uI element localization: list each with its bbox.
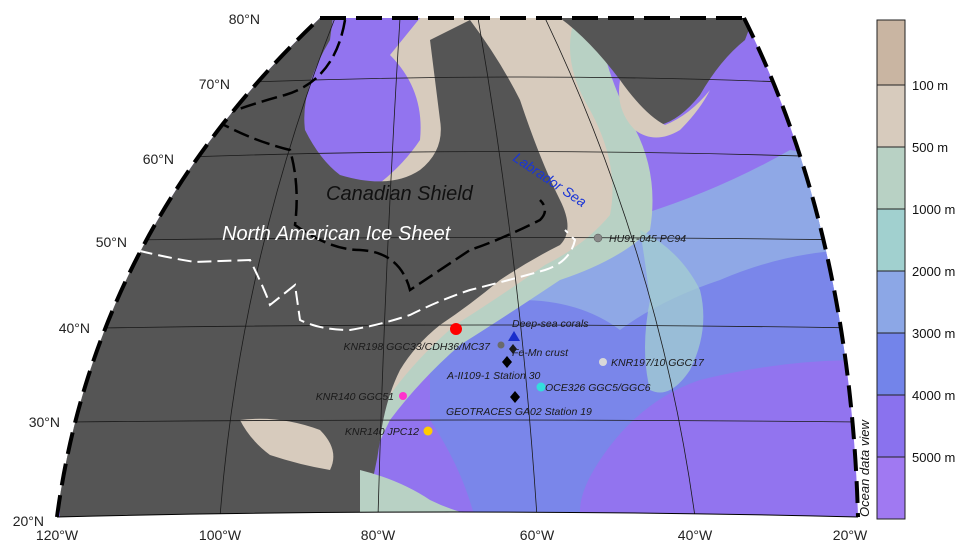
legend-label-3000: 3000 m [912, 326, 955, 341]
legend-outline [876, 19, 906, 520]
legend-label-500: 500 m [912, 140, 948, 155]
site-label-geotraces: GEOTRACES GA02 Station 19 [446, 406, 592, 418]
lon-label-120: 120°W [36, 527, 79, 543]
legend-band-4 [877, 271, 905, 333]
site-marker-fe-mn-crust [509, 344, 517, 354]
legend-label-5000: 5000 m [912, 450, 955, 465]
frame-right [742, 17, 860, 518]
site-label-deep-sea-corals: Deep-sea corals [512, 318, 589, 330]
site-marker-knr198 [497, 341, 505, 349]
meridian-100 [219, 18, 336, 517]
site-marker-knr140-ggc51 [399, 392, 407, 400]
meridian-40 [544, 18, 696, 517]
legend-band-0 [877, 20, 905, 85]
boundaries [99, 19, 577, 332]
site-label-oce326: OCE326 GGC5/GGC6 [545, 382, 651, 394]
greenland-land [560, 18, 760, 125]
legend-band-7 [877, 457, 905, 519]
ice-sheet-label: North American Ice Sheet [222, 223, 452, 245]
legend-band-2 [877, 147, 905, 209]
site-marker-red [450, 323, 462, 335]
site-marker-oce326 [536, 382, 546, 392]
legend-band-1 [877, 85, 905, 147]
bahamas-shelf [360, 470, 500, 517]
lat-label-70: 70°N [199, 76, 230, 92]
meridian-60 [477, 18, 538, 517]
site-label-fe-mn-crust: Fe-Mn crust [512, 347, 569, 359]
site-labels: HU91-045 PC94 Deep-sea corals KNR198 GGC… [316, 233, 705, 438]
parallel-60 [159, 151, 858, 159]
florida-shelf [240, 418, 334, 470]
lon-label-80: 80°W [361, 527, 396, 543]
site-marker-hu91 [593, 233, 603, 243]
legend-label-1000: 1000 m [912, 202, 955, 217]
parallel-40 [99, 324, 858, 329]
legend-band-5 [877, 333, 905, 395]
legend-title: Ocean data view [857, 419, 872, 517]
lat-label-20: 20°N [13, 513, 44, 529]
map-panel [57, 18, 858, 517]
legend-label-2000: 2000 m [912, 264, 955, 279]
site-label-knr198: KNR198 GGC33/CDH36/MC37 [344, 341, 492, 353]
legend-label-4000: 4000 m [912, 388, 955, 403]
lat-label-30: 30°N [29, 414, 60, 430]
lon-label-100: 100°W [199, 527, 242, 543]
lon-label-60: 60°W [520, 527, 555, 543]
legend-label-100: 100 m [912, 78, 948, 93]
map-frame [55, 16, 860, 518]
site-marker-a-ii109 [502, 356, 512, 368]
mid-atlantic-ridge [640, 230, 704, 393]
lat-label-60: 60°N [143, 151, 174, 167]
frame-left [55, 16, 322, 518]
site-label-hu91: HU91-045 PC94 [609, 233, 686, 245]
canadian-shield-label: Canadian Shield [326, 183, 474, 205]
lon-label-40: 40°W [678, 527, 713, 543]
legend-separators [877, 84, 905, 458]
site-markers [399, 233, 607, 436]
graticule [69, 18, 858, 517]
meridian-80 [377, 18, 401, 517]
ocean-band-3000 [470, 150, 858, 330]
legend-band-3 [877, 209, 905, 271]
site-marker-knr140-jpc12 [423, 426, 433, 436]
latitude-labels: 80°N 70°N 60°N 50°N 40°N 30°N 20°N [13, 11, 260, 529]
site-marker-knr197 [599, 358, 607, 366]
site-label-a-ii109: A-II109-1 Station 30 [446, 370, 541, 382]
depth-legend: 100 m 500 m 1000 m 2000 m 3000 m 4000 m … [857, 19, 955, 520]
site-marker-geotraces [510, 391, 520, 403]
lat-label-40: 40°N [59, 320, 90, 336]
parallel-50 [129, 237, 858, 241]
lat-label-80: 80°N [229, 11, 260, 27]
parallel-70 [199, 76, 831, 85]
site-label-knr197: KNR197/10 GGC17 [611, 357, 705, 369]
greenland-shelf [619, 80, 710, 138]
longitude-labels: 120°W 100°W 80°W 60°W 40°W 20°W [36, 527, 868, 543]
canadian-shield-boundary [212, 19, 547, 293]
site-label-knr140-ggc51: KNR140 GGC51 [316, 391, 394, 403]
frame-bottom [56, 511, 859, 518]
ice-sheet-boundary [99, 229, 577, 332]
site-label-knr140-jpc12: KNR140 JPC12 [345, 426, 419, 438]
legend-band-6 [877, 395, 905, 457]
lat-label-50: 50°N [96, 234, 127, 250]
site-marker-deep-sea-corals [508, 331, 520, 341]
parallel-30 [69, 419, 858, 423]
lon-label-20: 20°W [833, 527, 868, 543]
